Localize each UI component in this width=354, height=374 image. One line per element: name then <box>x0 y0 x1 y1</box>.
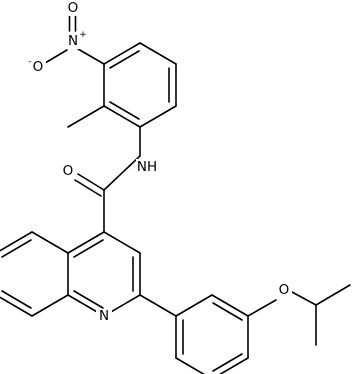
bond-ring3-a <box>175 294 213 317</box>
bond-c7-c8 <box>0 296 33 317</box>
bond-c5-c6 <box>0 231 33 252</box>
atom-symbol: N <box>99 308 109 324</box>
atom-charge: - <box>28 57 31 67</box>
bond-ring3-b-inner <box>212 302 243 321</box>
atom-nitro-n: N + <box>65 30 87 49</box>
bond-c4a-c4-inner <box>73 239 104 258</box>
bond-ring3-b <box>211 294 249 317</box>
bond-ring3-e <box>175 357 206 374</box>
atom-ring-n: N <box>96 308 112 325</box>
bond-ring1-a-inner <box>109 50 140 69</box>
atom-nitro-o-left: O - <box>28 57 46 75</box>
bond-methyl <box>67 105 105 128</box>
bond-ch-me1 <box>315 284 351 306</box>
atom-ether-o: O <box>276 282 292 298</box>
bond-ring3-d-inner <box>212 353 243 372</box>
bond-ring1-e <box>103 105 141 128</box>
bond-c4a-c5 <box>31 231 69 254</box>
bond-c2-aryl <box>139 294 177 317</box>
bond-c7-c8-inner <box>1 290 32 309</box>
atom-amide-o: O <box>60 163 76 179</box>
atom-nitro-o-top: O <box>65 0 81 16</box>
bond-c4a-c4 <box>67 231 105 254</box>
atom-labels: N + O O - NH O N O <box>28 0 292 325</box>
bond-carbonyl-o-1 <box>77 173 105 191</box>
bond-carbonyl-o-2 <box>74 179 102 197</box>
bond-n-o-left <box>44 49 68 64</box>
bond-ring1-b <box>139 42 177 65</box>
bond-ring1-d <box>139 105 177 128</box>
bond-n-ring-c <box>77 48 105 65</box>
atom-symbol: O <box>33 59 44 75</box>
atom-symbol: O <box>68 0 79 16</box>
bond-c8-c8a <box>31 294 69 317</box>
bond-ring1-e-inner <box>109 101 140 120</box>
bond-o-ch <box>291 291 317 306</box>
atom-charge: + <box>79 30 87 40</box>
bond-ring3-d <box>218 357 249 374</box>
atom-symbol: NH <box>137 159 157 175</box>
bond-c5-c6-inner <box>1 239 32 258</box>
atom-amide-nh: NH <box>136 159 158 175</box>
bonds <box>0 14 351 374</box>
bond-ring3-o <box>247 299 277 317</box>
atom-symbol: O <box>279 282 290 298</box>
bond-nh-carbonyl <box>103 155 141 191</box>
atom-symbol: N <box>68 33 78 49</box>
bond-ring1-a <box>103 42 141 65</box>
bond-c4-c3 <box>103 231 141 254</box>
bond-n1-c8a-inner <box>73 290 104 309</box>
atom-symbol: O <box>63 163 74 179</box>
